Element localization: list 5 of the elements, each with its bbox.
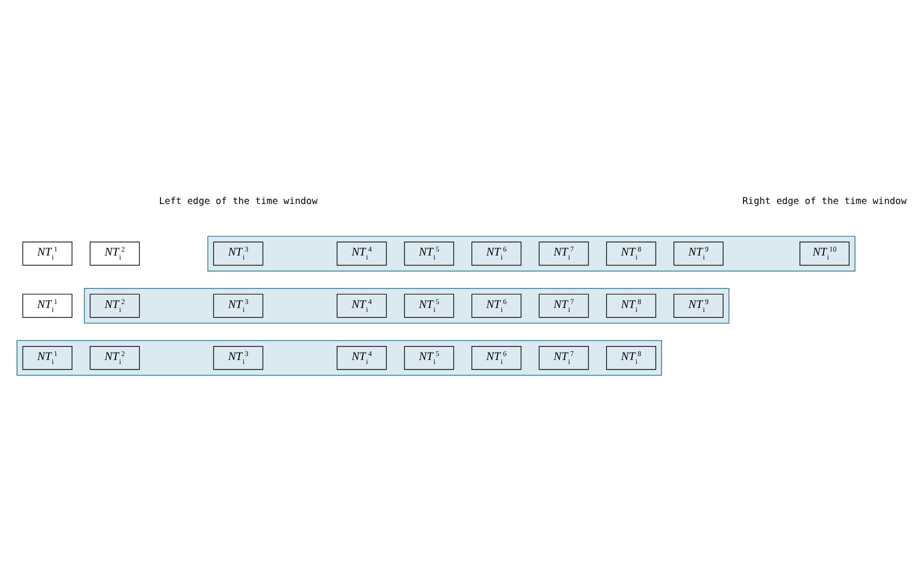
cluster — [207, 235, 856, 271]
label: Left edge of the time window — [158, 195, 318, 206]
label: Right edge of the time window — [742, 195, 907, 206]
cluster — [16, 340, 662, 376]
cluster — [84, 287, 730, 324]
